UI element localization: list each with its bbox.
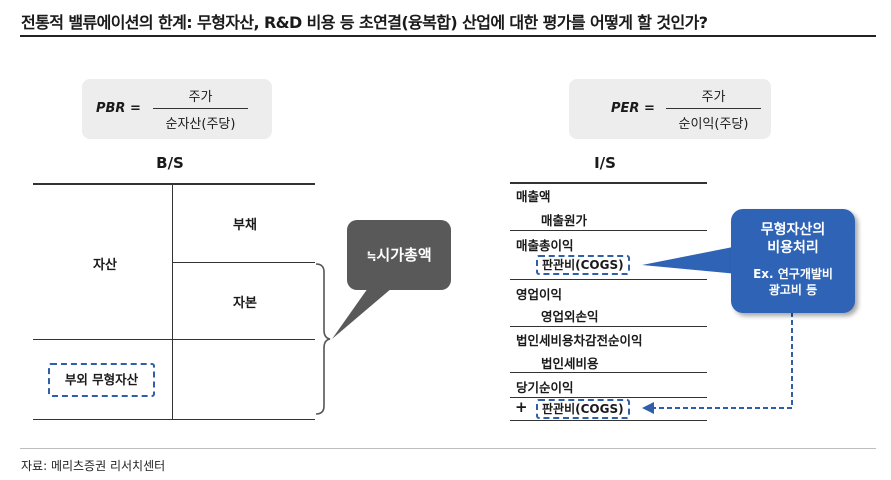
approx-equal-icon: ≒ [366,249,377,263]
is-item-operating-income: 영업이익 [516,287,563,302]
per-numerator: 주가 [701,90,726,105]
is-item-net-income: 당기순이익 [516,380,574,395]
expense-bubble-line1: 무형자산의 [760,222,826,238]
bs-bracket-and-pointer [315,263,392,415]
bs-asset-bottom-rule [33,339,315,340]
bs-center-divider [172,184,173,420]
expense-bubble-line3: Ex. 연구개발비 [753,267,833,281]
bs-bottom-rule [33,419,315,420]
market-cap-label: 시가총액 [376,246,432,264]
per-formula-box: PER = 주가 순이익(주당) [569,79,771,139]
is-bottom-rule [510,420,707,421]
pbr-label: PBR = [96,101,141,116]
bs-asset: 자산 [93,258,117,273]
is-item-income-tax: 법인세비용 [541,356,599,371]
is-item-gross-profit: 매출총이익 [516,238,574,253]
is-added-sga-dashed: 판관비(COGS) [536,399,630,419]
bs-liability: 부채 [233,218,257,233]
source-note: 자료: 메리츠증권 리서치센터 [21,459,166,473]
bs-top-rule [33,183,315,185]
bs-liability-equity-rule [172,262,315,263]
per-denominator: 순이익(주당) [678,117,749,132]
is-rule-5 [510,397,707,398]
expense-bubble-line2: 비용처리 [767,240,819,256]
bs-heading: B/S [156,154,184,172]
is-rule-2 [510,279,707,280]
per-fraction-bar [666,108,761,109]
footer-divider [20,448,876,449]
is-rule-3 [510,326,707,327]
pbr-formula-box: PBR = 주가 순자산(주당) [82,79,272,139]
is-item-sga-dashed: 판관비(COGS) [536,255,630,275]
expense-bubble-line4: 광고비 등 [768,283,818,297]
is-item-revenue: 매출액 [516,189,551,204]
bs-equity: 자본 [233,296,257,311]
is-item-pretax-income: 법인세비용차감전순이익 [516,333,643,348]
offbook-intangible-box: 부외 무형자산 [48,363,155,397]
is-heading: I/S [594,154,616,172]
expense-treatment-bubble: 무형자산의 비용처리 Ex. 연구개발비 광고비 등 [731,209,855,313]
per-label: PER = [611,101,655,116]
is-top-rule [510,182,707,184]
plus-icon: + [515,398,528,416]
is-rule-4 [510,372,707,373]
is-rule-1 [510,230,707,231]
pbr-fraction-bar [153,108,248,109]
market-cap-bubble: ≒시가총액 [347,220,451,290]
is-item-cogs: 매출원가 [541,213,588,228]
expense-pointer-and-arrow [642,246,793,414]
pbr-denominator: 순자산(주당) [165,117,236,132]
is-item-non-operating: 영업외손익 [541,309,599,324]
page-title: 전통적 밸류에이션의 한계: 무형자산, R&D 비용 등 초연결(융복합) 산… [21,13,708,32]
title-divider [20,35,876,37]
pbr-numerator: 주가 [188,90,213,105]
